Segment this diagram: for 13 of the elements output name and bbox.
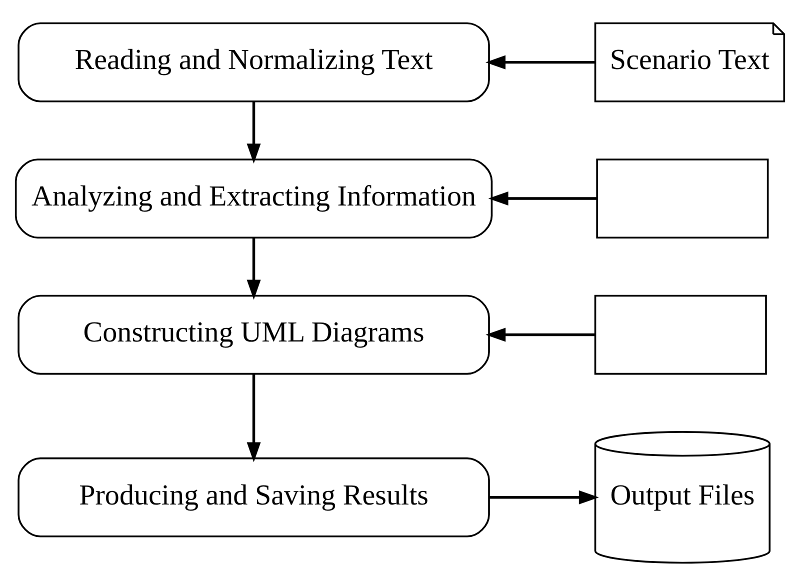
node-box: Constructing UML Diagrams xyxy=(18,294,490,374)
arrow xyxy=(488,191,598,206)
arrow xyxy=(486,54,596,69)
node-box xyxy=(596,158,769,238)
node-box: Producing and Saving Results xyxy=(18,456,490,537)
arrow xyxy=(489,490,599,504)
arrow xyxy=(246,374,261,462)
arrow xyxy=(246,238,261,300)
node-box: Analyzing and Extracting Information xyxy=(14,158,493,238)
node-box xyxy=(594,294,767,374)
arrow xyxy=(246,101,261,164)
arrow xyxy=(486,327,595,342)
node-box: Reading and Normalizing Text xyxy=(18,22,490,102)
